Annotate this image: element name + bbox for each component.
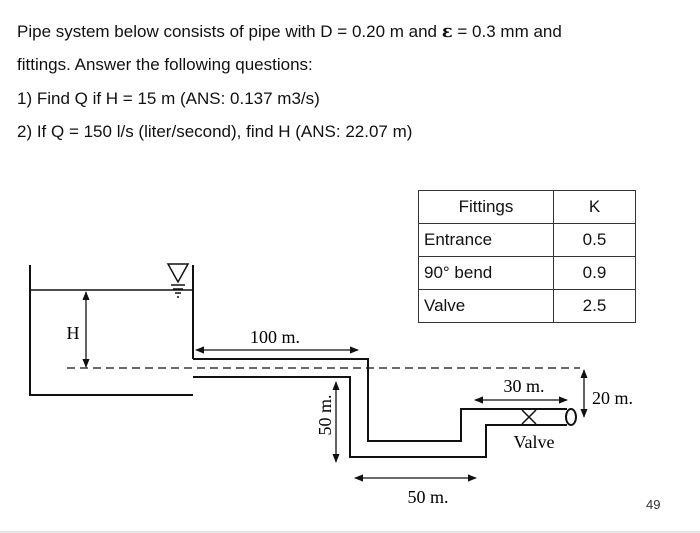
reservoir bbox=[29, 265, 194, 396]
fitting-k: 2.5 bbox=[553, 289, 636, 323]
problem-line-1-b: = 0.3 mm and bbox=[452, 22, 562, 41]
table-header-row: Fittings K bbox=[418, 190, 636, 224]
question-1: 1) Find Q if H = 15 m (ANS: 0.137 m3/s) bbox=[17, 89, 320, 108]
epsilon-symbol: ε bbox=[441, 21, 453, 42]
fitting-name: 90° bend bbox=[418, 256, 554, 290]
fittings-table: Fittings K Entrance 0.5 90° bend 0.9 Val… bbox=[418, 190, 636, 323]
bottom-divider bbox=[0, 531, 700, 533]
dim-30m-label: 30 m. bbox=[503, 376, 544, 396]
fitting-name: Entrance bbox=[418, 223, 554, 257]
dim-100m-label: 100 m. bbox=[250, 327, 300, 347]
dim-50m-vertical-label: 50 m. bbox=[315, 394, 335, 435]
table-row: Valve 2.5 bbox=[418, 289, 636, 323]
water-level-icon bbox=[166, 263, 190, 298]
problem-line-1: Pipe system below consists of pipe with … bbox=[17, 22, 562, 42]
h-label: H bbox=[67, 323, 80, 343]
question-2: 2) If Q = 150 l/s (liter/second), find H… bbox=[17, 122, 413, 141]
valve-label: Valve bbox=[514, 432, 555, 452]
table-row: Entrance 0.5 bbox=[418, 223, 636, 257]
pipe bbox=[193, 358, 567, 458]
page-number: 49 bbox=[646, 497, 661, 512]
dim-20m-label: 20 m. bbox=[592, 388, 633, 408]
table-row: 90° bend 0.9 bbox=[418, 256, 636, 290]
fitting-name: Valve bbox=[418, 289, 554, 323]
dim-50m-bottom-label: 50 m. bbox=[407, 487, 448, 507]
problem-line-2: fittings. Answer the following questions… bbox=[17, 55, 313, 74]
header-fittings: Fittings bbox=[418, 190, 554, 224]
fitting-k: 0.9 bbox=[553, 256, 636, 290]
problem-line-1-a: Pipe system below consists of pipe with … bbox=[17, 22, 442, 41]
valve-icon bbox=[521, 409, 537, 425]
pipe-outlet bbox=[565, 408, 577, 426]
